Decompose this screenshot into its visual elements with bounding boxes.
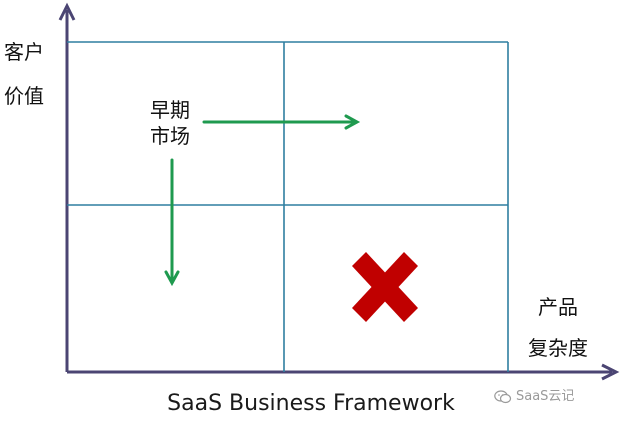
y-axis-label-line2: 价值 (4, 84, 44, 108)
x-axis-label-line1: 产品 (538, 295, 578, 319)
arrows (164, 114, 361, 287)
right-arrow-head (344, 114, 361, 130)
wechat-icon (494, 390, 512, 404)
quadrant-label-line1: 早期 (150, 98, 190, 122)
quadrant-grid (67, 41, 509, 372)
x-mark-icon (352, 252, 418, 322)
axes (58, 2, 620, 381)
caption: SaaS Business Framework (167, 391, 455, 416)
quadrant-label-line2: 市场 (150, 124, 190, 148)
watermark: SaaS云记 (494, 388, 574, 406)
x-axis-arrowhead (601, 363, 620, 381)
down-arrow-head (164, 270, 180, 287)
x-mark-stroke-2 (352, 252, 418, 322)
x-axis-label-line2: 复杂度 (528, 336, 588, 360)
watermark-text: SaaS云记 (516, 389, 575, 404)
y-axis-label-line1: 客户 (4, 40, 44, 64)
y-axis-arrowhead (58, 2, 76, 21)
